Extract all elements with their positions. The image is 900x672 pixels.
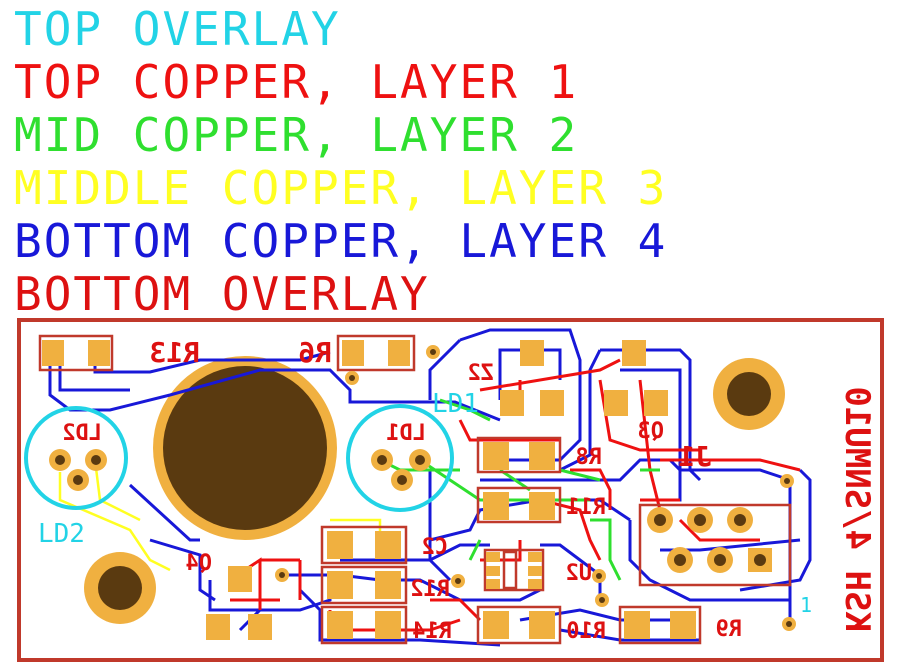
ld2-silk-label: LD2 (62, 421, 102, 446)
r14-pad-2 (375, 611, 401, 639)
component-outlines (38, 334, 792, 645)
r13-outline (38, 334, 114, 372)
smd-pads (42, 340, 696, 640)
layer-legend: TOP OVERLAY TOP COPPER, LAYER 1 MID COPP… (14, 4, 667, 322)
through-hole-pads (49, 345, 796, 631)
ld2-label: LD2 (38, 519, 85, 549)
c2-outline (320, 525, 408, 565)
r10-label: R10 (566, 619, 606, 644)
r14-pad-1 (327, 611, 353, 639)
q4-pad-3 (248, 614, 272, 640)
ld1-circle (346, 404, 454, 512)
top-overlay-labels: LD1 LD2 1 (38, 389, 812, 617)
bottom-overlay-labels: R13 R6 Z2 LD2 LD1 Q3 J1 R8 R11 C2 Q4 U2 … (62, 336, 877, 644)
r13-pad-1 (42, 340, 64, 366)
r11-pad-1 (483, 492, 509, 520)
c2-pad-1 (327, 531, 353, 559)
u2-pad-6 (528, 579, 542, 589)
r10-pad-2 (529, 611, 555, 639)
z2-pad-2 (500, 390, 524, 416)
q3-pad-2 (604, 390, 628, 416)
r6-outline (336, 334, 416, 372)
u2-label: U2 (566, 561, 593, 586)
r8-label: R8 (576, 445, 603, 470)
j1-pins (647, 507, 772, 573)
r8-pad-2 (529, 442, 555, 470)
u2-outline (483, 548, 545, 592)
q3-label: Q3 (638, 419, 665, 444)
r12-outline (320, 565, 408, 605)
r8-pad-1 (483, 442, 509, 470)
board-outline (17, 318, 884, 662)
r6-label: R6 (298, 336, 332, 369)
legend-mid-copper: MID COPPER, LAYER 2 (14, 108, 579, 162)
r8-outline (476, 436, 562, 474)
r13-label: R13 (149, 336, 200, 369)
r9-pad-2 (670, 611, 696, 639)
legend-bottom-overlay: BOTTOM OVERLAY (14, 267, 430, 321)
ld-overlay (24, 404, 454, 512)
r9-outline (618, 605, 702, 645)
pin1-label: 1 (800, 593, 812, 617)
ld2-pins (49, 449, 107, 491)
r9-pad-1 (624, 611, 650, 639)
ld1-silk-label: LD1 (386, 421, 426, 446)
r13-pad-2 (88, 340, 110, 366)
board-title-label: KSH 4/SNMU10 (837, 386, 877, 632)
ld1-label: LD1 (432, 389, 479, 419)
mounting-holes (84, 356, 785, 624)
r10-outline (476, 605, 562, 645)
u2-pad-5 (528, 566, 542, 576)
c2-label: C2 (422, 535, 449, 560)
legend-middle-copper: MIDDLE COPPER, LAYER 3 (14, 161, 668, 215)
r6-pad-1 (342, 340, 364, 366)
u2-pad-2 (486, 566, 500, 576)
j1-label: J1 (678, 440, 712, 473)
r9-label: R9 (716, 617, 743, 642)
r6-pad-2 (388, 340, 410, 366)
r10-pad-1 (483, 611, 509, 639)
c2-pad-2 (375, 531, 401, 559)
r11-pad-2 (529, 492, 555, 520)
z2-pad-1 (520, 340, 544, 366)
r11-outline (476, 486, 562, 524)
u2-pad-1 (486, 552, 500, 562)
r12-label: R12 (410, 577, 450, 602)
z2-label: Z2 (468, 361, 495, 386)
r14-label: R14 (412, 619, 452, 644)
r12-pad-1 (327, 571, 353, 599)
legend-top-overlay: TOP OVERLAY (14, 2, 341, 56)
u2-body (502, 550, 518, 590)
q3-pad-3 (644, 390, 668, 416)
r11-label: R11 (566, 495, 606, 520)
q4-pad-1 (228, 566, 252, 592)
ld1-pins (371, 449, 431, 491)
ld2-circle (24, 406, 128, 510)
j1-outline (638, 503, 792, 587)
z2-pad-3 (540, 390, 564, 416)
r12-pad-2 (375, 571, 401, 599)
legend-top-copper: TOP COPPER, LAYER 1 (14, 55, 579, 109)
legend-bottom-copper: BOTTOM COPPER, LAYER 4 (14, 214, 668, 268)
r14-outline (320, 605, 408, 645)
q4-label: Q4 (186, 551, 213, 576)
u2-pad-4 (528, 552, 542, 562)
q4-pad-2 (206, 614, 230, 640)
q3-pad-1 (622, 340, 646, 366)
vias (275, 345, 796, 631)
u2-pad-3 (486, 579, 500, 589)
